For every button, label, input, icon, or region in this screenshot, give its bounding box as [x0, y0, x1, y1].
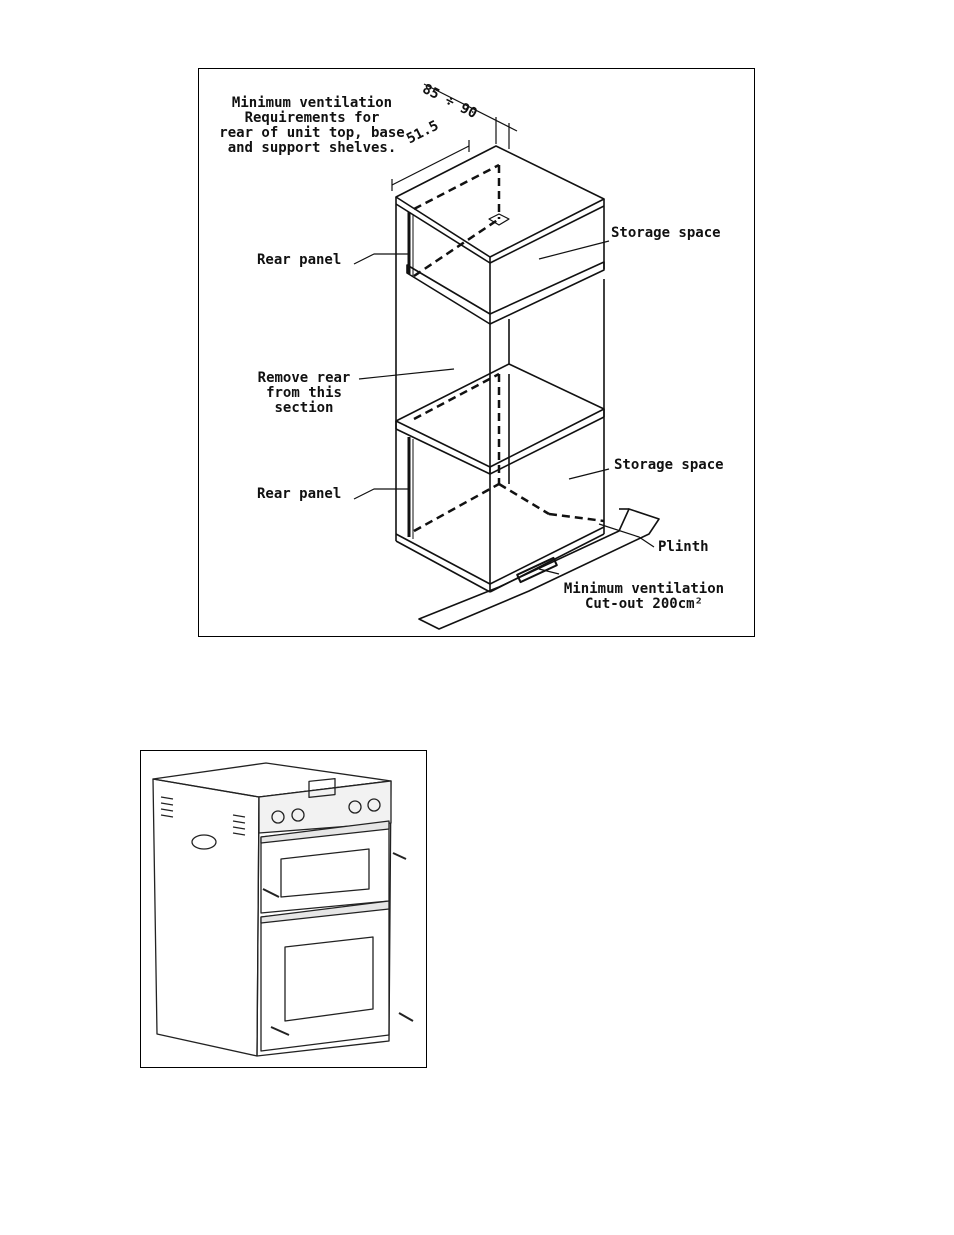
label-line: and support shelves. [227, 140, 397, 156]
lower-door [260, 902, 390, 1052]
fixing-arrows [262, 852, 414, 1036]
ventilation-dashes [413, 163, 605, 533]
storage-space-bottom-label: Storage space [614, 457, 724, 473]
upper-handle [260, 820, 390, 844]
label-line: rear of unit top, base [219, 125, 405, 141]
leader-vent-cutout [538, 568, 560, 575]
side-handle [191, 834, 217, 850]
knob [367, 798, 381, 812]
upper-shelf [406, 261, 605, 325]
lower-window [284, 936, 374, 1022]
upper-window [280, 848, 370, 898]
rear-panel-bottom-label: Rear panel [257, 486, 342, 502]
leader-storage-bottom [568, 468, 610, 480]
vent-cutout [516, 556, 558, 584]
label-line: Minimum ventilation [563, 581, 725, 597]
leader-remove-rear [358, 368, 455, 380]
control-panel [258, 780, 392, 834]
label-line: Remove rear [257, 370, 351, 386]
label-line: Requirements for [244, 110, 380, 126]
knob [271, 810, 285, 824]
min-vent-cutout-label: Minimum ventilation Cut-out 200cm² [554, 582, 734, 612]
knob [291, 808, 305, 822]
cabinet-drawing [353, 83, 660, 630]
leader-rear-panel-top [353, 253, 409, 265]
lower-handle [260, 900, 390, 924]
side-vents [160, 796, 246, 836]
label-line: Cut-out 200cm² [584, 596, 703, 612]
label-line: Minimum ventilation [231, 95, 393, 111]
oven-illustration [140, 750, 427, 1068]
label-line: from this [266, 385, 342, 401]
storage-space-top-label: Storage space [611, 225, 721, 241]
leader-rear-panel-bottom [353, 488, 409, 500]
leader-plinth [598, 523, 655, 548]
display [308, 777, 336, 798]
leader-storage-top [538, 240, 610, 260]
oven-drawing [152, 762, 414, 1057]
plinth-label: Plinth [658, 539, 709, 555]
oven-side [152, 778, 260, 1057]
cabinet-ventilation-diagram: Minimum ventilation Requirements for rea… [198, 68, 755, 637]
knob [348, 800, 362, 814]
plinth [418, 508, 660, 630]
min-vent-requirements-label: Minimum ventilation Requirements for rea… [207, 96, 417, 156]
rear-panel-top-label: Rear panel [257, 252, 342, 268]
remove-rear-label: Remove rear from this section [239, 371, 369, 416]
label-line: section [274, 400, 334, 416]
